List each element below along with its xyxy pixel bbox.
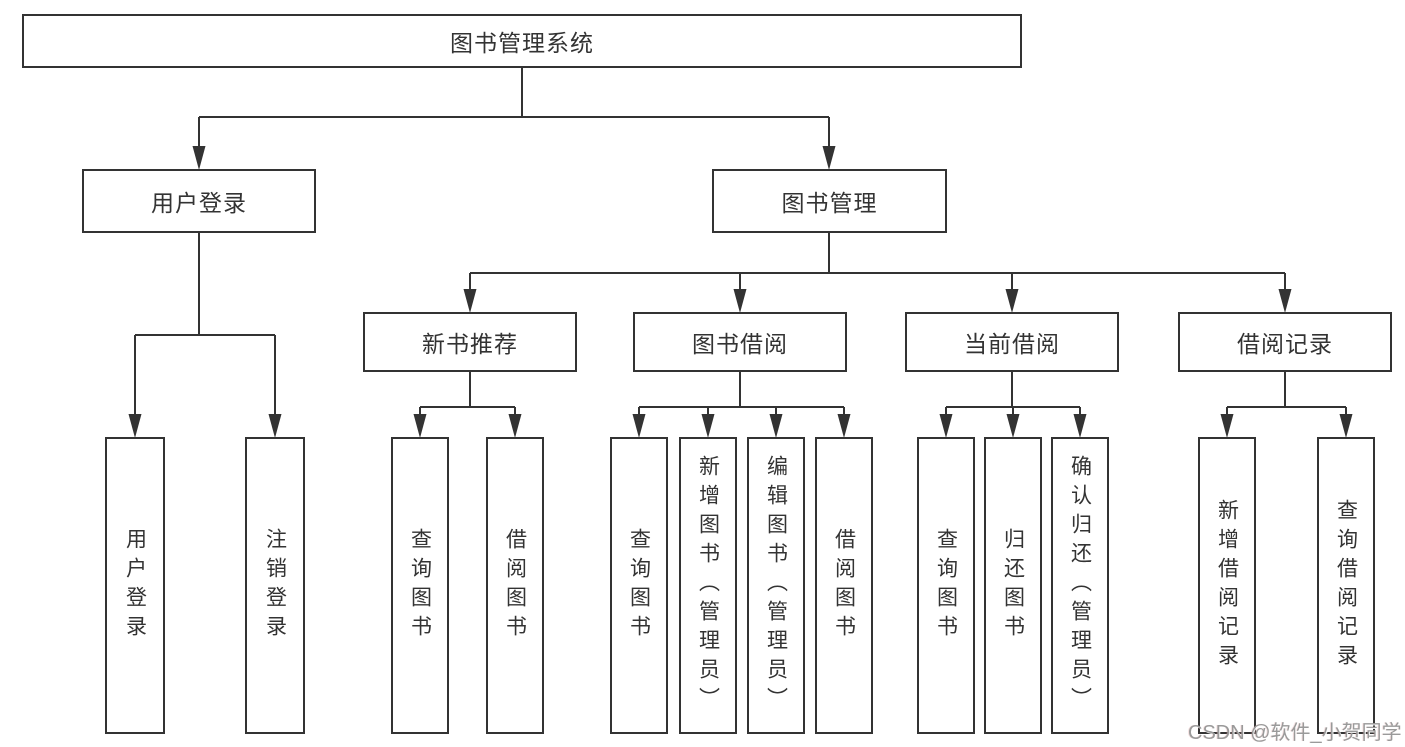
node-borrow-books-recommend: 借阅图书 [486,437,544,734]
node-borrow-books-leaf: 借阅图书 [815,437,873,734]
node-confirm-return-admin: 确认归还（管理员） [1051,437,1109,734]
node-edit-books-admin: 编辑图书（管理员） [747,437,805,734]
node-borrowing-records: 借阅记录 [1178,312,1392,372]
node-user-login: 用户登录 [82,169,316,233]
node-current-borrowing: 当前借阅 [905,312,1119,372]
node-query-books-recommend: 查询图书 [391,437,449,734]
node-user-login-leaf: 用户登录 [105,437,165,734]
node-logout: 注销登录 [245,437,305,734]
node-label: 查询图书 [627,527,651,644]
node-label: 借阅图书 [503,527,527,644]
node-label: 图书借阅 [692,331,788,357]
node-label: 图书管理系统 [450,30,594,56]
watermark: CSDN @软件_小贺同学 [1188,722,1402,744]
node-add-borrow-record: 新增借阅记录 [1198,437,1256,734]
node-label: 图书管理 [781,190,878,216]
node-label: 新增图书（管理员） [696,455,720,716]
node-label: 新书推荐 [422,331,518,357]
node-label: 查询图书 [408,527,432,644]
node-label: 用户登录 [123,527,147,644]
node-add-books-admin: 新增图书（管理员） [679,437,737,734]
node-label: 当前借阅 [964,331,1060,357]
node-book-borrowing: 图书借阅 [633,312,847,372]
node-query-books-current: 查询图书 [917,437,975,734]
node-label: 确认归还（管理员） [1068,455,1092,716]
node-label: 归还图书 [1001,527,1025,644]
node-query-borrow-record: 查询借阅记录 [1317,437,1375,734]
node-label: 编辑图书（管理员） [764,455,788,716]
node-label: 注销登录 [263,527,287,644]
node-label: 借阅图书 [832,527,856,644]
node-query-books-borrowing: 查询图书 [610,437,668,734]
node-book-management: 图书管理 [712,169,947,233]
node-label: 查询借阅记录 [1334,498,1358,673]
node-library-management-system: 图书管理系统 [22,14,1022,68]
node-new-book-recommendation: 新书推荐 [363,312,577,372]
node-label: 查询图书 [934,527,958,644]
node-label: 用户登录 [151,190,247,216]
node-return-books: 归还图书 [984,437,1042,734]
node-label: 借阅记录 [1237,331,1333,357]
node-label: 新增借阅记录 [1215,498,1239,673]
